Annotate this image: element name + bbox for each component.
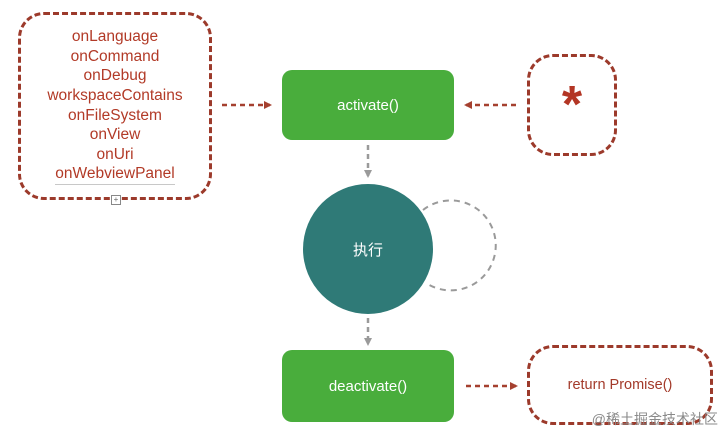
activate-box: activate()	[282, 70, 454, 140]
event-item: onDebug	[83, 67, 147, 85]
deactivate-box: deactivate()	[282, 350, 454, 422]
activate-label: activate()	[337, 96, 399, 114]
event-item: onCommand	[70, 47, 160, 65]
event-item: onLanguage	[71, 28, 159, 46]
event-item: onUri	[96, 145, 134, 163]
deactivate-label: deactivate()	[328, 377, 408, 395]
execute-circle: 执行	[303, 184, 433, 314]
event-item: onView	[89, 126, 141, 144]
execute-label: 执行	[352, 241, 383, 259]
plus-square-icon[interactable]: +	[111, 195, 121, 205]
return-promise-label: return Promise()	[567, 377, 673, 393]
event-item: onFileSystem	[68, 106, 162, 124]
wildcard-box	[527, 54, 617, 156]
execute-loop	[422, 199, 497, 292]
return-promise-box	[527, 345, 713, 425]
activation-events-list: onLanguage onCommand onDebug workspaceCo…	[18, 12, 212, 200]
event-item: onWebviewPanel	[55, 164, 175, 185]
event-item: workspaceContains	[47, 86, 183, 104]
watermark: @稀土掘金技术社区	[591, 411, 718, 427]
asterisk-icon: *	[561, 76, 583, 134]
